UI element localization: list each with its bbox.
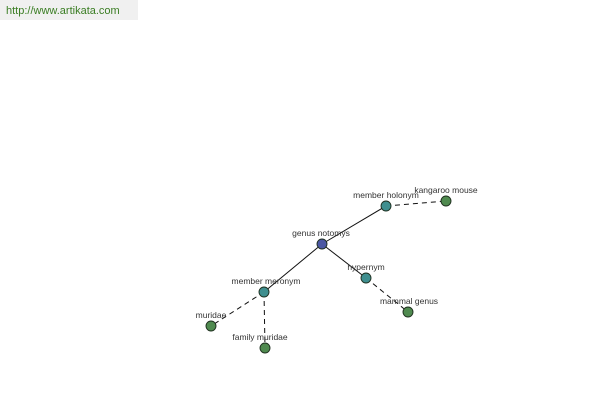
node-kangaroo-mouse[interactable]	[440, 195, 452, 207]
edge-meronym-muridae	[210, 291, 265, 327]
node-genus-notomys[interactable]	[316, 238, 328, 250]
label-kangaroo-mouse: kangaroo mouse	[414, 185, 478, 195]
node-muridae[interactable]	[205, 320, 217, 332]
label-muridae: muridae	[196, 310, 227, 320]
node-mammal-genus[interactable]	[402, 306, 414, 318]
node-member-meronym[interactable]	[258, 286, 270, 298]
node-member-holonym[interactable]	[380, 200, 392, 212]
label-member-meronym: member meronym	[232, 276, 301, 286]
node-family-muridae[interactable]	[259, 342, 271, 354]
label-hypernym: hypernym	[347, 262, 384, 272]
edge-center-member-meronym	[263, 243, 323, 293]
edge-meronym-family-muridae	[263, 291, 266, 349]
label-member-holonym: member holonym	[353, 190, 419, 200]
label-genus-notomys: genus notomys	[292, 228, 350, 238]
label-mammal-genus: mammal genus	[380, 296, 438, 306]
edge-center-hypernym	[321, 243, 367, 279]
url-label: http://www.artikata.com	[0, 0, 138, 20]
edge-hypernym-mammal-genus	[365, 277, 409, 313]
label-family-muridae: family muridae	[232, 332, 288, 342]
edge-holonym-kangaroo-mouse	[385, 200, 447, 207]
edge-center-member-holonym	[321, 205, 387, 245]
node-hypernym[interactable]	[360, 272, 372, 284]
